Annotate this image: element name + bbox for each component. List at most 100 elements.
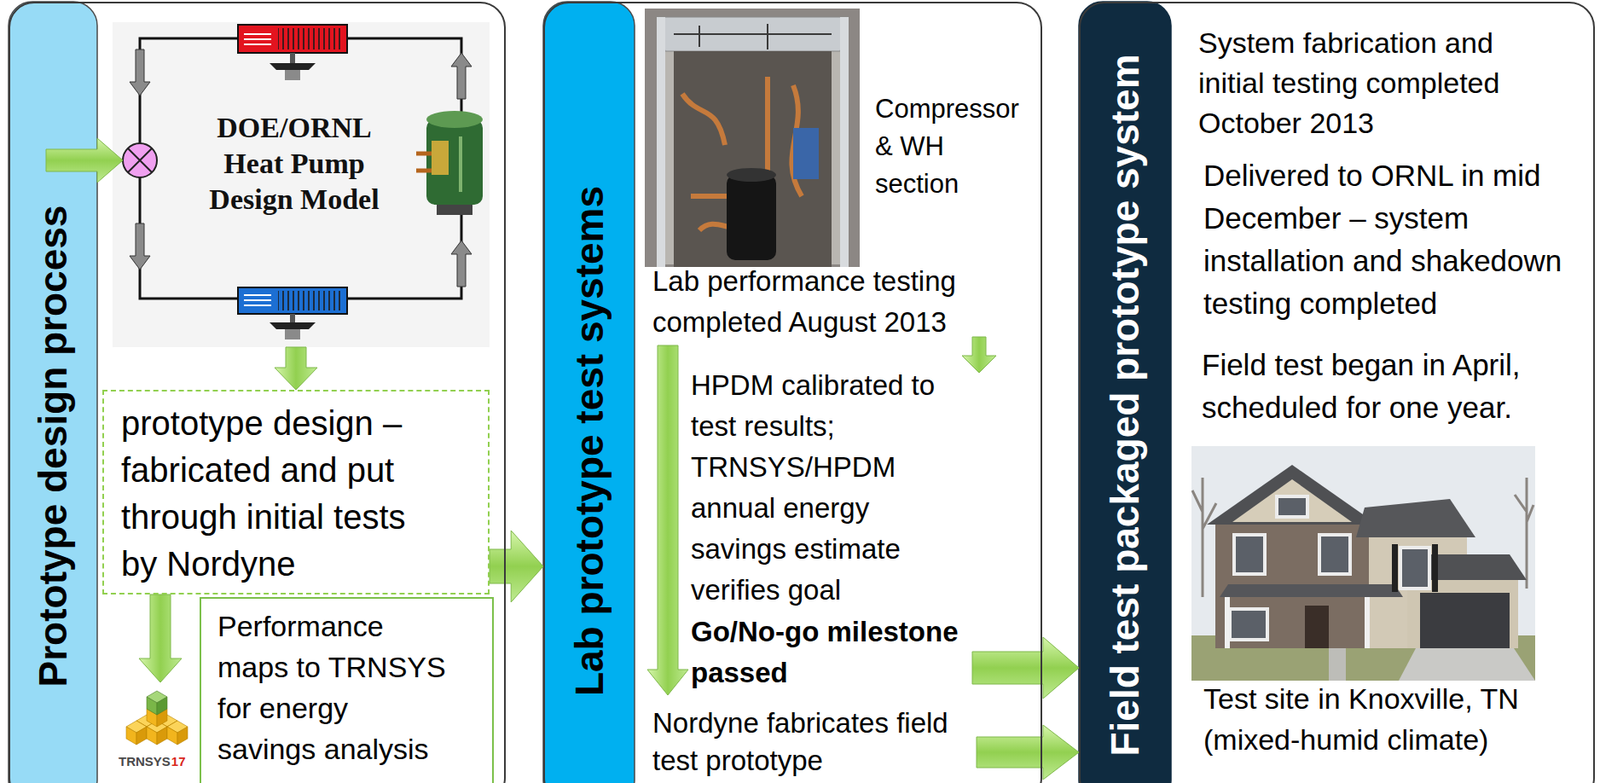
illustration-part [126,720,147,745]
illustration-part [243,34,272,45]
status-text: Field test began in April, scheduled for… [1201,343,1590,429]
illustration-part [840,17,849,267]
illustration-part [129,49,151,96]
model-diagram: DOE/ORNL Heat Pump Design Model [112,22,490,348]
illustration-part [1398,648,1536,681]
illustration-part [278,290,342,311]
trnsys-logo [126,690,188,745]
illustration-part [726,168,777,182]
maps-box: Performance maps to TRNSYS for energy sa… [199,597,494,783]
flow-down-arrow [647,345,689,696]
input-arrow [46,138,123,183]
illustration-part [1420,592,1510,649]
heading-band [1078,1,1172,783]
illustration-part [1206,464,1378,525]
illustration-part [1398,545,1432,591]
house-photo [1191,446,1536,681]
illustration-part [269,63,316,70]
illustration-part [451,240,472,287]
logo-text: TRNSYS [118,753,171,770]
illustration-part [237,287,348,314]
illustration-part [1364,597,1370,649]
illustration-part [289,313,296,323]
illustration-part [416,153,432,171]
illustration-part [1278,498,1306,516]
flow-arrow [976,724,1079,780]
model-title: DOE/ORNL Heat Pump Design Model [196,110,393,218]
photo-caption: Compressor & WH section [875,90,1027,203]
illustration-part [1391,544,1398,592]
illustration-part [1356,498,1476,538]
prototype-box: prototype design – fabricated and put th… [102,389,490,595]
illustration-part [1321,536,1349,573]
illustration-part [139,38,462,299]
illustration-part [122,143,157,178]
status-text: Delivered to ORNL in mid December – syst… [1203,154,1592,325]
illustration-part [1431,544,1438,592]
illustration-part [426,119,483,205]
prototype-photo [644,8,860,267]
flow-arrow [972,637,1079,699]
illustration-part [451,52,472,99]
field-panel: Field test packaged prototype system Syst… [1078,1,1595,783]
lab-panel: Lab prototype test systems Compressor & W… [543,1,1043,783]
panel-heading: Field test packaged prototype system [1103,53,1148,756]
illustration-part [458,136,463,192]
illustration-part [167,720,188,745]
illustration-part [243,295,272,306]
status-text: Nordyne fabricates field test prototype [652,704,977,780]
heading-band [543,1,635,783]
illustration-part [278,28,342,50]
illustration-part [1231,610,1266,638]
illustration-part [1232,479,1352,522]
heading-band [8,1,98,783]
box-text: Performance maps to TRNSYS for energy sa… [217,605,453,770]
illustration-part [436,204,473,215]
illustration-part [269,322,316,330]
illustration-part [426,110,483,128]
box-text: prototype design – fabricated and put th… [121,400,429,588]
heat-pump-loop [112,22,490,348]
illustration-part [431,140,449,175]
illustration-part [726,174,777,261]
illustration-part [673,23,832,50]
down-arrow [139,594,182,683]
flow-down-arrow [962,336,997,373]
illustration-part [284,329,301,340]
illustration-part [793,127,819,180]
process-panel: Prototype design process DOE/ORNL Heat Pu… [8,1,506,783]
illustration-part [237,24,348,53]
status-text: Lab performance testing completed August… [652,260,1028,343]
illustration-part [1275,494,1310,519]
status-text: System fabrication and initial testing c… [1198,23,1523,144]
illustration-part [1232,533,1267,576]
fabrication-box: Nordyne fabricates field test prototype [652,704,977,780]
illustration-part [1191,446,1536,681]
flow-arrow [274,347,318,390]
illustration-part [1402,549,1428,587]
illustration-part [1317,533,1352,576]
illustration-part [644,8,860,267]
illustration-part [112,22,490,348]
flow-arrow [489,530,544,603]
illustration-part [1304,605,1329,649]
illustration-part [1219,584,1403,598]
illustration-part [1228,607,1270,642]
illustration-part [673,51,832,267]
illustration-part [284,69,301,81]
illustration-part [146,690,168,715]
illustration-part [1224,597,1230,649]
logo-version: 17 [171,753,186,770]
illustration-part [129,223,151,270]
illustration-part [1235,536,1264,573]
illustration-part [289,52,296,64]
illustration-part [656,17,849,52]
panel-heading: Prototype design process [31,205,76,688]
panel-heading: Lab prototype test systems [567,185,611,696]
illustration-part [1328,648,1346,681]
status-text: HPDM calibrated to test results; TRNSYS/… [690,365,947,611]
photo-caption: Test site in Knoxville, TN (mixed-humid … [1203,678,1592,760]
milestone-box: Go/No-go milestone passed [690,611,973,694]
illustration-part [656,17,666,267]
